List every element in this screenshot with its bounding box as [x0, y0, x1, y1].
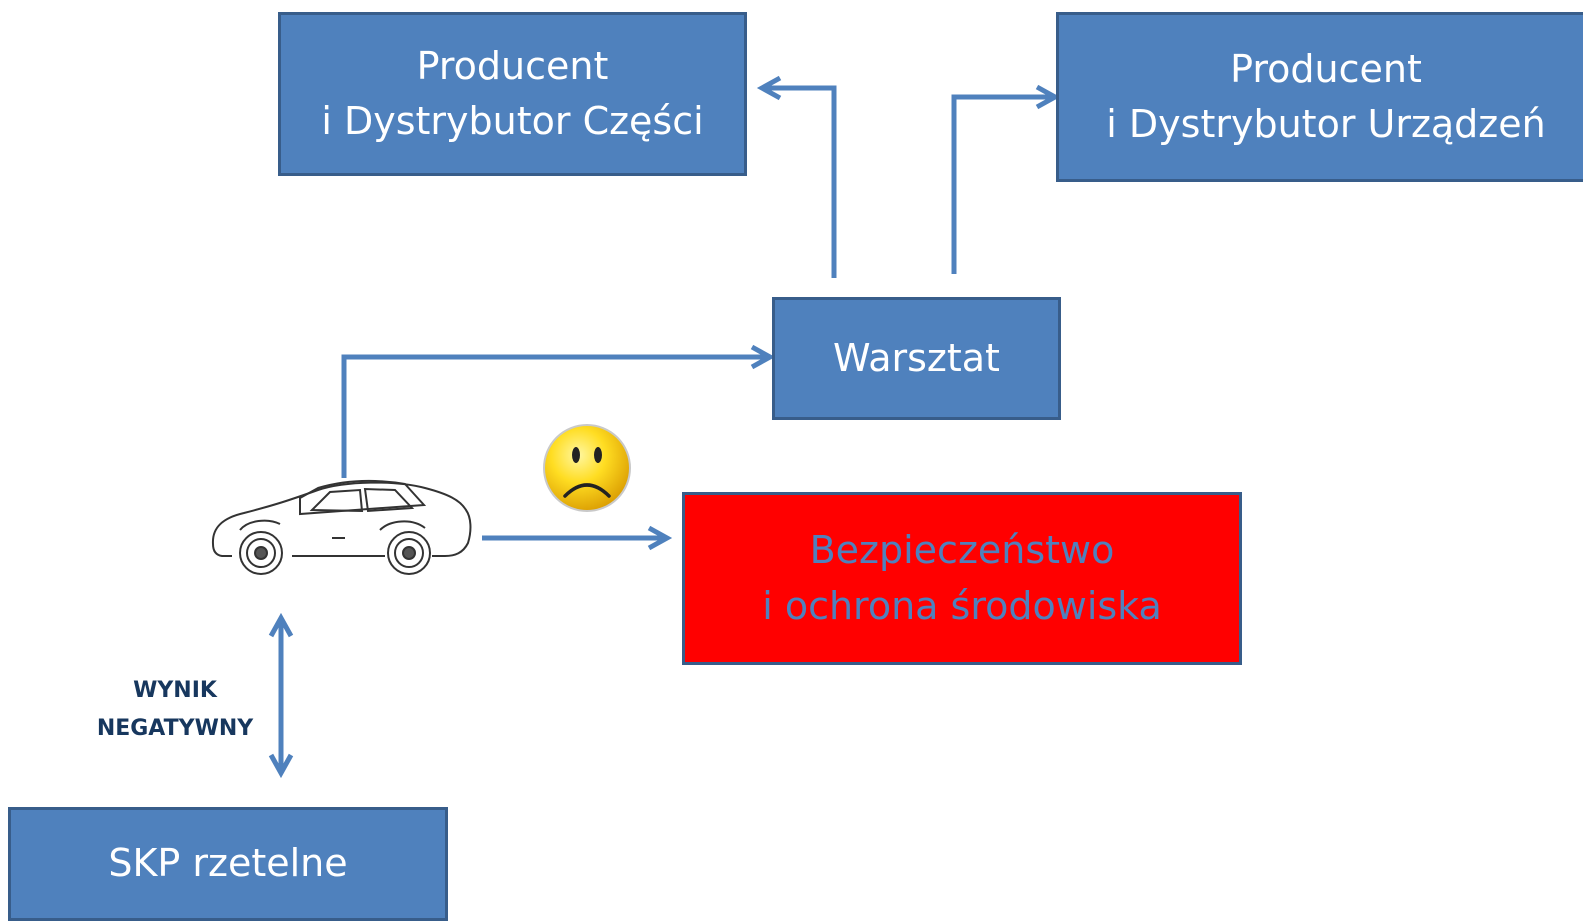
bezpieczenstwo-line1: Bezpieczeństwo	[809, 528, 1115, 573]
sad-face-icon	[543, 424, 631, 512]
warsztat-box: Warsztat	[772, 297, 1061, 420]
result-label-line1: WYNIK	[133, 678, 217, 703]
arrow-car-to-warsztat	[341, 344, 776, 478]
producent-czesci-line2: i Dystrybutor Części	[321, 99, 704, 143]
producent-urzadzen-line1: Producent	[1230, 46, 1422, 91]
producent-czesci-box: Producent i Dystrybutor Części	[278, 12, 747, 176]
producent-urzadzen-box: Producent i Dystrybutor Urządzeń	[1056, 12, 1583, 182]
arrow-warsztat-to-czesci	[756, 75, 837, 278]
arrow-warsztat-to-urzadzen	[951, 84, 1061, 274]
producent-czesci-line1: Producent	[416, 43, 609, 88]
result-label-line2: NEGATYWNY	[96, 716, 254, 741]
bezpieczenstwo-line2: i ochrona środowiska	[762, 583, 1162, 628]
producent-urzadzen-line2: i Dystrybutor Urządzeń	[1106, 102, 1546, 146]
car-icon	[211, 479, 472, 575]
warsztat-label: Warsztat	[833, 335, 1000, 380]
bezpieczenstwo-box: Bezpieczeństwo i ochrona środowiska	[682, 492, 1242, 665]
result-label: WYNIK NEGATYWNY	[80, 672, 270, 748]
skp-box: SKP rzetelne	[8, 807, 448, 921]
skp-label: SKP rzetelne	[108, 841, 348, 886]
